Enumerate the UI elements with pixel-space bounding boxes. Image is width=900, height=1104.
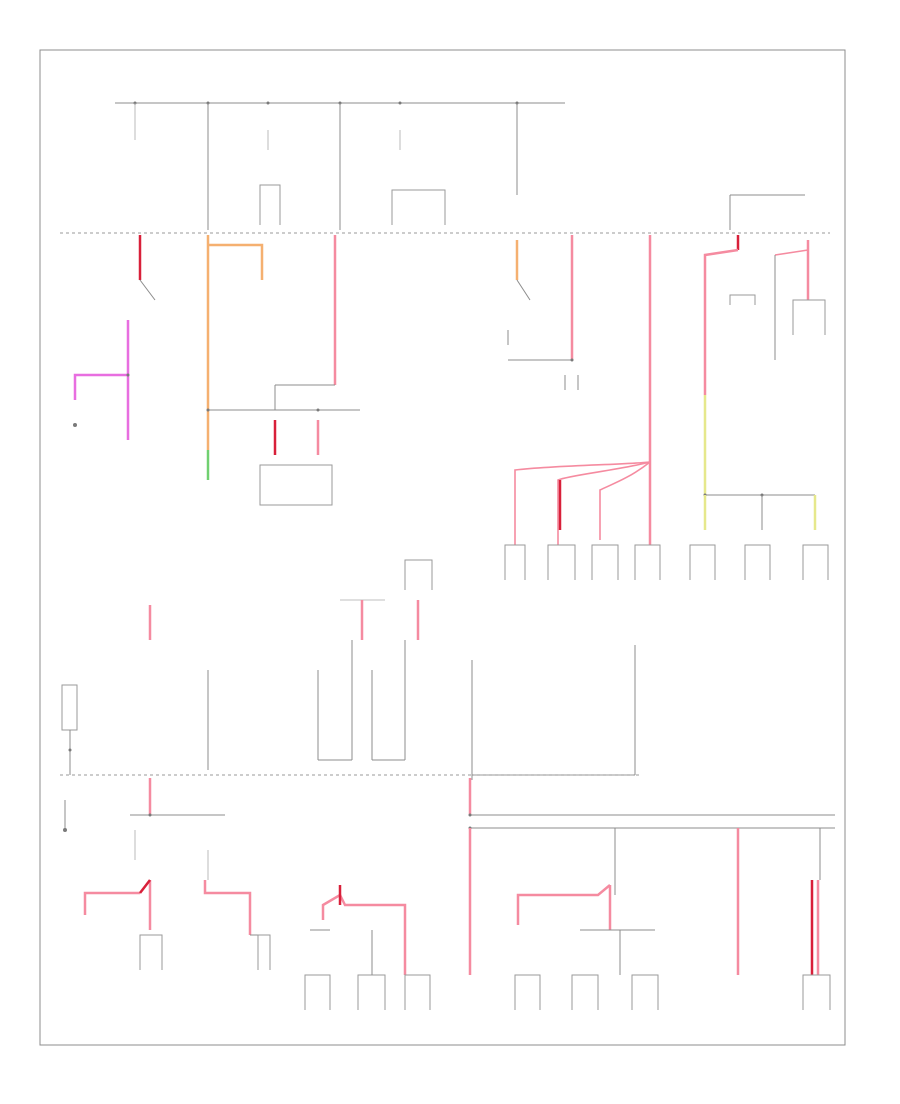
lower-bus [63, 778, 835, 975]
left-circuits [73, 235, 156, 440]
far-right-circuits [703, 235, 826, 530]
bottom-components [139, 929, 831, 1010]
diagram-frame [39, 49, 846, 1046]
middle-circuits [148, 559, 636, 780]
top-power-bus [115, 101, 805, 230]
center-right-circuits [507, 235, 652, 545]
connector-row-1 [504, 544, 829, 580]
lower-pink-circuits [83, 879, 820, 975]
center-top-pink [259, 235, 337, 506]
left-mid-components [61, 684, 78, 775]
orange-circuit [206, 235, 360, 480]
relay-symbols-top [259, 184, 446, 225]
module-box [259, 464, 333, 506]
